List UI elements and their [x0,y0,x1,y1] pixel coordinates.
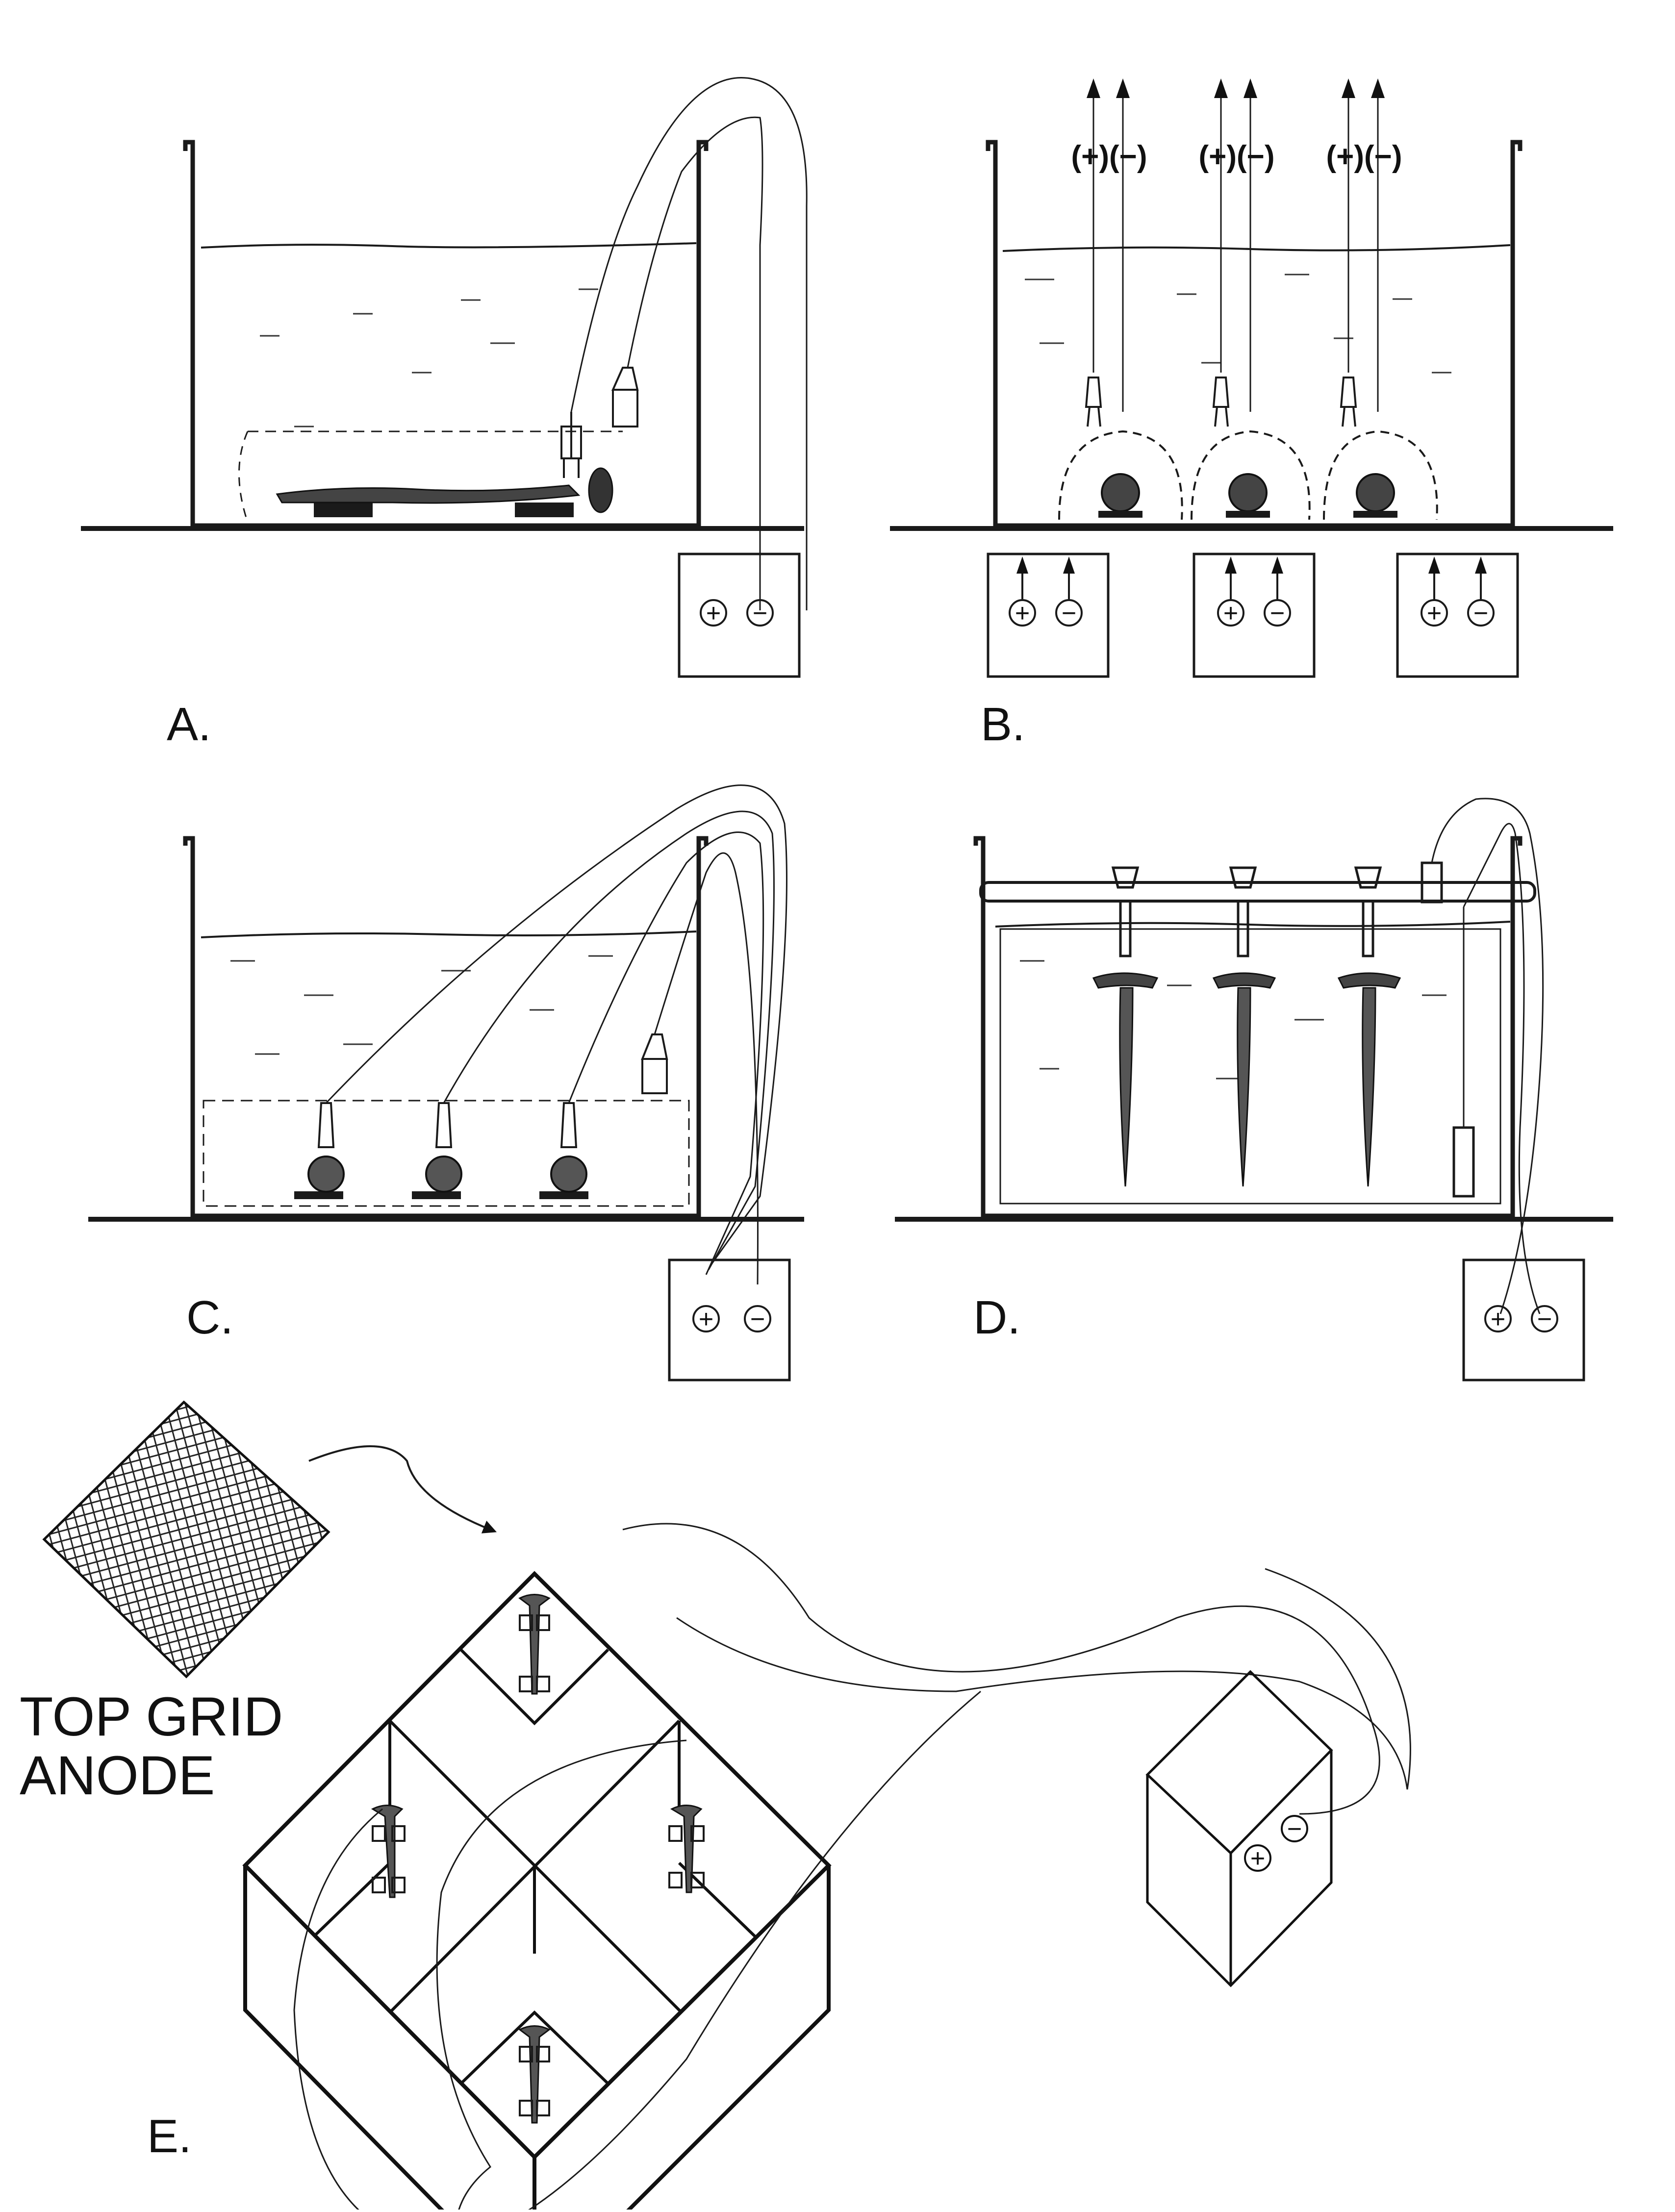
positive-terminal-b1: + [1015,599,1030,628]
negative-terminal-a: − [753,599,767,628]
electrode-group-b3: (+)(−) [1323,78,1438,520]
negative-terminal-e: − [1287,1815,1302,1843]
power-supply-e [1145,1670,1333,1987]
polarity-label-b1: (+)(−) [1071,140,1147,174]
electrode-group-c [294,1033,668,1199]
power-supplies-b: + − + − + − [987,553,1519,678]
panel-a: + − A. [81,77,808,751]
clip-a [560,367,639,478]
panel-e: TOP GRID ANODE [20,1400,1411,2212]
wires-a [570,77,808,610]
polarity-label-b2: (+)(−) [1199,140,1275,174]
anode-caption-line2: ANODE [20,1745,215,1806]
wires-e [293,1523,1411,2212]
hanging-artifacts-d [1092,861,1475,1198]
power-supply-c: + − [668,1258,791,1382]
negative-terminal-b1: − [1062,599,1076,628]
panel-label-c: C. [186,1291,233,1344]
nail-artifacts-e [371,1594,705,2124]
panel-label-e: E. [147,2110,192,2162]
electrode-group-b2: (+)(−) [1191,78,1311,520]
power-supply-a: + − [678,553,801,678]
negative-terminal-d: − [1537,1305,1552,1333]
negative-terminal-b2: − [1270,599,1285,628]
negative-terminal-c: − [750,1305,765,1333]
tank-b [890,140,1613,531]
positive-terminal-a: + [706,599,721,628]
panel-c: + − C. [88,784,804,1382]
top-grid-anode [42,1400,330,1679]
panel-label-a: A. [167,698,211,751]
positive-terminal-c: + [699,1305,713,1333]
tank-d [895,836,1613,1222]
tank-a [81,140,804,531]
polarity-label-b3: (+)(−) [1326,140,1402,174]
positive-terminal-b2: + [1223,599,1238,628]
negative-terminal-b3: − [1473,599,1488,628]
wires-c [325,784,787,1285]
wires-d [1431,798,1544,1314]
anode-caption-line1: TOP GRID [20,1686,283,1747]
positive-terminal-b3: + [1427,599,1442,628]
panel-label-d: D. [973,1291,1020,1344]
panel-b: (+)(−) (+)(−) (+)(−) + − [890,78,1613,751]
power-supply-d: + − [1462,1258,1585,1382]
panel-d: + − D. [895,798,1613,1382]
positive-terminal-e: + [1250,1844,1265,1873]
tank-c [88,836,804,1222]
positive-terminal-d: + [1491,1305,1505,1333]
artifact-tray-a [238,430,623,523]
electrode-group-b1: (+)(−) [1058,78,1183,520]
panel-label-b: B. [981,698,1025,751]
